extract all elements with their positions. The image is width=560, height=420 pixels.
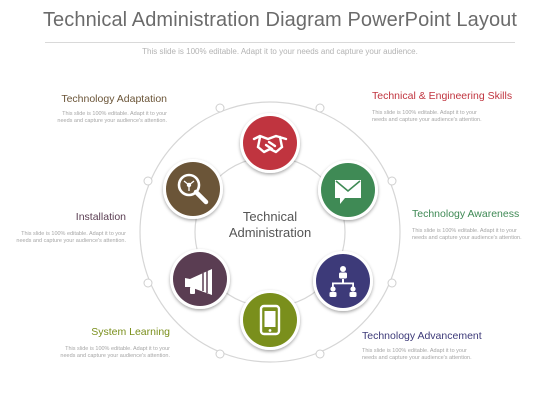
search-node[interactable]	[163, 159, 223, 219]
desc-awareness: This slide is 100% editable. Adapt it to…	[412, 228, 522, 241]
envelope-node[interactable]	[318, 160, 378, 220]
center-label-line2: Administration	[228, 225, 312, 240]
desc-advancement: This slide is 100% editable. Adapt it to…	[362, 348, 472, 361]
network-icon	[329, 266, 357, 297]
network-node[interactable]	[313, 251, 373, 311]
desc-installation: This slide is 100% editable. Adapt it to…	[16, 231, 126, 244]
handshake-node[interactable]	[240, 113, 300, 173]
label-installation: Installation	[75, 211, 126, 223]
mobile-icon	[259, 304, 281, 336]
label-engineering: Technical & Engineering Skills	[372, 90, 513, 102]
mobile-node[interactable]	[240, 290, 300, 350]
envelope-icon	[335, 180, 361, 204]
desc-adaptation: This slide is 100% editable. Adapt it to…	[57, 111, 167, 124]
center-label: Technical Administration	[200, 209, 340, 241]
label-adaptation: Technology Adaptation	[61, 93, 167, 105]
megaphone-icon	[185, 269, 212, 295]
label-awareness: Technology Awareness	[412, 208, 520, 220]
handshake-icon	[252, 134, 288, 154]
search-icon	[177, 173, 209, 205]
slide-subtitle: This slide is 100% editable. Adapt it to…	[142, 47, 418, 56]
outer-ring	[139, 101, 401, 363]
title-divider	[45, 42, 515, 43]
desc-engineering: This slide is 100% editable. Adapt it to…	[372, 110, 482, 123]
label-learning: System Learning	[91, 326, 170, 338]
label-advancement: Technology Advancement	[362, 330, 482, 342]
desc-learning: This slide is 100% editable. Adapt it to…	[60, 346, 170, 359]
center-label-line1: Technical	[242, 209, 298, 224]
megaphone-node[interactable]	[170, 249, 230, 309]
ring-dots	[143, 103, 397, 359]
slide-title: Technical Administration Diagram PowerPo…	[42, 9, 518, 31]
